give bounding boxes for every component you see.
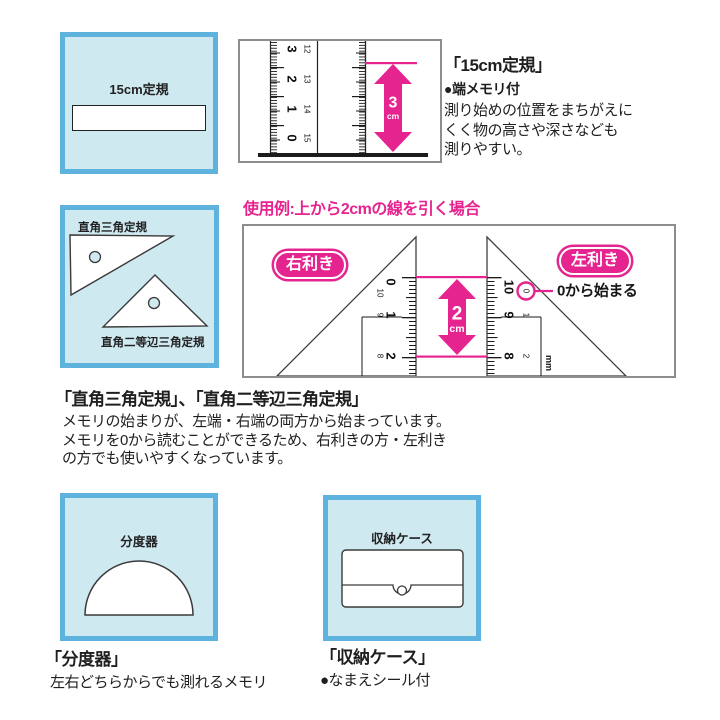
edge-scale-diagram: 3 2 1 0 12 13 14 15 [238,39,442,163]
section-title: 「分度器」 [45,650,128,669]
ruler-number: 1 [285,105,300,112]
storage-case-svg [341,549,464,608]
right-handed-badge: 右利き [274,251,347,279]
zero-highlight-circle [516,281,536,301]
description-line: メモリを0から読むことができるため、右利きの方・左利き [62,431,447,449]
right-triangle-ruler [69,234,176,297]
triangle-rulers-svg [69,234,209,328]
section-15cm-ruler: 「15cm定規」 ●端メモリ付 測り始めの位置をまちがえに くく物の高さや深さな… [444,51,633,160]
ruler-number-small: 15 [303,134,312,143]
ruler-number: 3 [285,45,300,52]
ruler-number-small: 12 [303,45,312,54]
arrow-value: 2 [452,304,463,325]
ruler15-label: 15cm定規 [109,82,169,97]
zero-start-callout: 0 0から始まる [516,281,638,301]
scale-number-small: 2 [522,354,531,359]
mm-ticks [271,41,277,154]
section-triangle-rulers: 「直角三角定規」、「直角二等辺三角定規」 メモリの始まりが、左端・右端の両方から… [55,385,451,469]
arrow-unit: cm [387,111,400,121]
left-hand-scale: 10 9 8 1 2 mm [487,277,554,376]
ruler-number-small: 14 [303,105,312,114]
left-handed-badge: 左利き [559,247,632,275]
usage-example-header: 使用例:上から2cmの線を引く場合 [243,201,480,218]
protractor-shape [84,560,194,616]
description-line: ●なまえシール付 [320,672,431,689]
scale-number-small: 10 [376,289,385,298]
surface-baseline [258,153,428,157]
case-button [396,585,408,596]
description-line: 測り始めの位置をまちがえに [444,102,633,119]
ruler-number: 0 [285,134,300,141]
case-body [341,549,464,608]
section-title: 「15cm定規」 [444,56,552,75]
description-line: くく物の高さや深さなども [444,121,619,139]
finger-hole [147,296,161,310]
scale-number-small: 9 [376,313,385,318]
vertical-ruler: 3 2 1 0 12 13 14 15 [269,41,319,154]
scale-number-small: 1 [522,313,531,318]
scale-number-zero: 0 [522,289,531,294]
scale-number: 8 [502,352,517,359]
product-box-15cm-ruler: 15cm定規 [60,32,218,174]
product-box-triangle-rulers: 直角三角定規 直角二等辺三角定規 [60,205,219,368]
description-line: の方でも使いやすくなっています。 [62,450,292,467]
scale-number: 9 [502,311,517,318]
case-label: 収納ケース [371,532,433,546]
ruler15-illustration [72,105,206,131]
callout-text: 0から始まる [557,282,637,300]
scale-number: 2 [384,352,399,359]
product-box-storage-case: 収納ケース [323,495,481,641]
scale-number: 0 [384,278,399,285]
height-arrow-3cm: 3 cm [374,64,412,152]
usage-example-diagram: 0 1 2 10 9 8 10 9 8 1 2 mm [242,224,676,378]
section-storage-case: 「収納ケース」 ●なまえシール付 [320,643,435,690]
description-line: メモリの始まりが、左端・右端の両方から始まっています。 [62,413,451,430]
right-hand-scale: 0 1 2 10 9 8 [361,277,416,376]
ruler-number-small: 13 [303,75,312,84]
section-title: 「直角三角定規」、「直角二等辺三角定規」 [55,390,369,409]
protractor-label: 分度器 [120,535,158,549]
description-line: 測りやすい。 [444,141,532,158]
gap-arrow-2cm: 2 cm [438,279,476,355]
finger-hole [88,250,102,264]
unit-label: mm [544,355,554,371]
object-edge-scale [352,41,367,154]
scale-number-small: 8 [376,354,385,359]
protractor-svg [84,560,194,616]
line-0cm [416,276,487,279]
arrow-unit: cm [449,323,464,335]
scale-number: 10 [502,280,517,294]
feature-bullet: ●端メモリ付 [444,81,520,97]
isosceles-ruler-label: 直角二等辺三角定規 [101,337,205,349]
section-title: 「収納ケース」 [320,648,435,667]
edge-scale-diagram-svg: 3 2 1 0 12 13 14 15 [258,41,428,157]
usage-example-svg: 0 1 2 10 9 8 10 9 8 1 2 mm [275,235,638,377]
triangle-ruler-label: 直角三角定規 [78,222,147,234]
product-box-protractor: 分度器 [60,493,218,641]
measure-top-line [365,62,417,65]
scale-number: 1 [384,311,399,318]
ruler-number: 2 [285,75,300,82]
section-protractor: 「分度器」 左右どちらからでも測れるメモリ [45,645,268,692]
description-line: 左右どちらからでも測れるメモリ [50,674,268,691]
arrow-value: 3 [389,95,398,112]
line-2cm [416,355,487,358]
